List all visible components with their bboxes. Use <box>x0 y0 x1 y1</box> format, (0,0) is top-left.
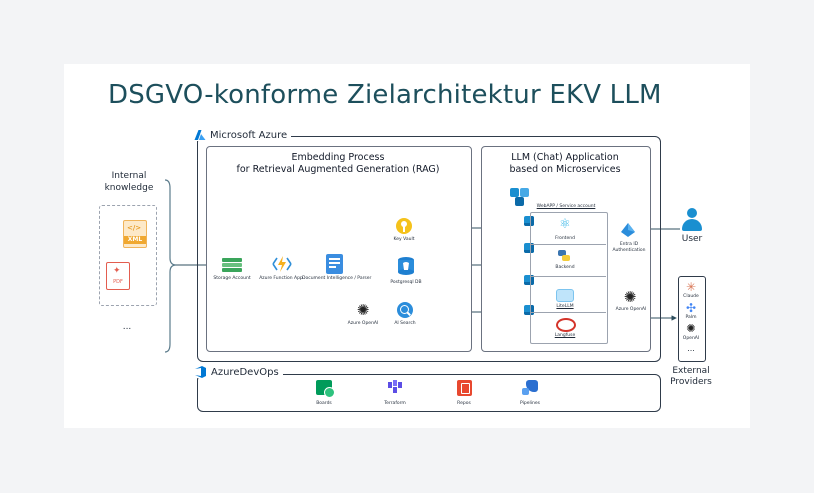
llm-app-header: LLM (Chat) Application based on Microser… <box>481 152 649 176</box>
ai-search-icon <box>397 302 413 318</box>
internal-brace <box>164 179 177 353</box>
frontend-label: Frontend <box>555 236 575 241</box>
terraform-label: Terraform <box>384 401 406 406</box>
embedding-header-line2: for Retrieval Augmented Generation (RAG) <box>236 164 440 175</box>
repos-icon <box>457 380 472 396</box>
litellm-label: LiteLLM <box>556 304 574 309</box>
internal-files-box <box>99 205 157 306</box>
claude-icon: ✳ <box>685 280 697 294</box>
azure-icon <box>194 130 206 140</box>
devops-boundary <box>197 374 661 412</box>
entra-line1: Entra ID <box>619 242 639 247</box>
langfuse-label: Langfuse <box>554 333 576 338</box>
external-label-line1: External <box>672 366 710 376</box>
llm-app-panel <box>481 146 651 352</box>
repos-label: Repos <box>457 401 471 406</box>
key-vault-icon <box>396 218 412 234</box>
pipelines-icon <box>522 380 538 396</box>
xml-file-icon: </> XML <box>123 220 147 248</box>
openai-label: OpenAI <box>682 336 700 341</box>
key-vault-label: Key Vault <box>393 237 415 242</box>
azure-header: Microsoft Azure <box>190 129 292 141</box>
pipelines-label: Pipelines <box>520 401 540 406</box>
embedding-header: Embedding Process for Retrieval Augmente… <box>206 152 470 176</box>
document-intelligence-label: Document Intelligence / Parser <box>302 276 372 281</box>
webapp-label: WebAPP / Service account <box>536 204 596 209</box>
boards-icon <box>316 380 335 398</box>
devops-header: AzureDevOps <box>190 366 283 378</box>
claude-label: Claude <box>683 294 699 299</box>
internal-more: ... <box>122 322 132 332</box>
internal-knowledge-label: Internal knowledge <box>96 170 162 194</box>
external-label-line2: Providers <box>670 377 712 387</box>
entra-line2: Authentication <box>612 247 646 253</box>
frontend-container-icon <box>524 216 534 226</box>
embedding-panel <box>206 146 472 352</box>
webapp-icon <box>510 188 530 206</box>
xml-label: XML <box>124 236 146 244</box>
azure-openai-right-icon: ✺ <box>623 288 637 306</box>
postgres-label: Postgresql DB <box>390 280 422 285</box>
palm-icon: ✣ <box>685 301 697 315</box>
entra-id-label: Entra ID Authentication <box>608 242 650 253</box>
palm-label: Palm <box>685 315 697 320</box>
frontend-icon: ⚛ <box>559 217 571 232</box>
azure-openai-label: Azure OpenAI <box>347 321 379 326</box>
user-label: User <box>681 234 703 244</box>
ms-divider-1 <box>530 244 606 245</box>
external-more: ... <box>687 344 695 353</box>
postgres-icon <box>397 256 415 276</box>
litellm-icon <box>556 289 574 302</box>
openai-icon: ✺ <box>686 322 696 335</box>
azure-label: Microsoft Azure <box>210 129 288 141</box>
pdf-label: PDF <box>113 279 123 285</box>
entra-id-icon <box>620 222 636 238</box>
internal-label-line2: knowledge <box>104 183 154 193</box>
embedding-header-line1: Embedding Process <box>291 152 385 163</box>
backend-label: Backend <box>555 265 575 270</box>
azure-openai-right-label: Azure OpenAI <box>615 307 647 312</box>
ms-divider-2 <box>530 276 606 277</box>
boards-label: Boards <box>316 401 332 406</box>
langfuse-container-icon <box>524 305 534 315</box>
external-providers-box <box>678 276 706 362</box>
pdf-file-icon: ✦ PDF <box>106 262 130 290</box>
llm-app-header-line1: LLM (Chat) Application <box>511 152 619 163</box>
terraform-icon <box>388 380 403 396</box>
litellm-container-icon <box>524 275 534 285</box>
function-app-label: Azure Function App <box>259 276 303 281</box>
microservice-frame <box>530 212 608 344</box>
backend-icon <box>558 250 570 262</box>
azure-openai-icon: ✺ <box>356 301 370 319</box>
llm-app-header-line2: based on Microservices <box>509 164 621 175</box>
langfuse-icon <box>556 318 576 332</box>
internal-label-line1: Internal <box>111 171 147 181</box>
document-intelligence-icon <box>326 254 343 274</box>
function-app-icon <box>271 255 293 273</box>
ai-search-label: AI Search <box>394 321 416 326</box>
diagram-title: DSGVO-konforme Zielarchitektur EKV LLM <box>108 80 662 110</box>
storage-account-icon <box>222 258 242 272</box>
backend-container-icon <box>524 243 534 253</box>
user-icon <box>682 208 702 232</box>
azure-boundary <box>197 136 661 362</box>
devops-label: AzureDevOps <box>211 366 279 378</box>
ms-divider-3 <box>530 312 606 313</box>
storage-account-label: Storage Account <box>213 276 251 281</box>
devops-icon <box>195 366 206 378</box>
external-providers-label: External Providers <box>660 366 722 388</box>
